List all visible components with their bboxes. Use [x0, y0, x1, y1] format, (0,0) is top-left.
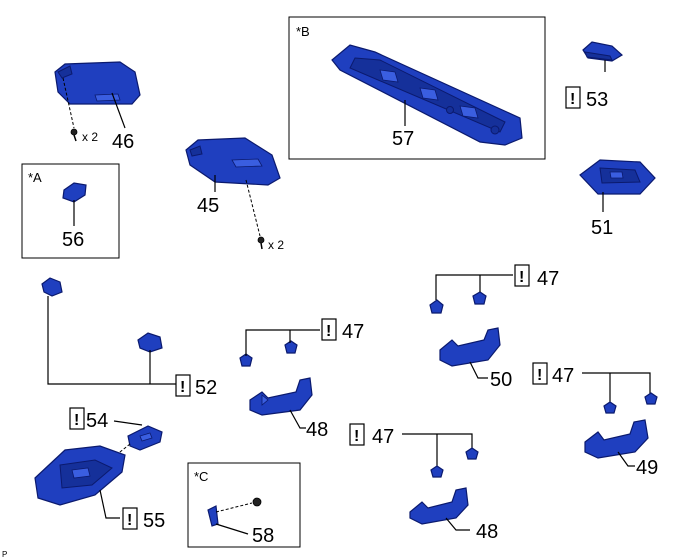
multiplier-45: x 2	[268, 238, 284, 252]
warning-icon: !	[532, 362, 548, 385]
part-52-clip-upper	[41, 277, 63, 297]
part-47-clip	[430, 465, 444, 478]
part-47-clip	[644, 392, 658, 405]
screw-icon	[257, 236, 265, 250]
part-48-assist-grip	[409, 487, 469, 525]
label-47-d: 47	[372, 426, 394, 448]
warning-icon: !	[321, 318, 337, 341]
part-48-assist-grip	[249, 377, 313, 416]
label-51: 51	[591, 217, 613, 239]
part-46-sun-visor	[54, 61, 141, 105]
label-55: 55	[143, 510, 165, 532]
label-49: 49	[636, 457, 658, 479]
label-48-b: 48	[476, 521, 498, 543]
svg-text:!: !	[326, 323, 331, 340]
part-57-rail-assembly	[331, 44, 523, 146]
multiplier-46: x 2	[82, 130, 98, 144]
label-53: 53	[586, 89, 608, 111]
part-47-clip	[429, 299, 444, 314]
svg-text:!: !	[519, 269, 524, 286]
part-47-clip	[465, 447, 479, 460]
screw-icon	[70, 128, 78, 142]
svg-text:!: !	[180, 379, 185, 396]
warning-icon: !	[122, 507, 138, 530]
part-56-cover	[62, 182, 87, 203]
part-54-bracket	[127, 425, 163, 451]
part-55-overhead-console	[34, 445, 126, 506]
box-a-tag: *A	[28, 170, 42, 185]
corner-mark: P	[2, 550, 7, 559]
svg-text:!: !	[537, 367, 542, 384]
label-57: 57	[392, 128, 414, 150]
part-45-sun-visor	[185, 137, 281, 186]
box-b	[288, 16, 546, 160]
label-54: 54	[86, 410, 108, 432]
warning-icon: !	[514, 264, 530, 287]
part-47-clip	[472, 291, 487, 305]
label-58: 58	[252, 525, 274, 547]
part-47-clip	[603, 401, 617, 414]
label-47-a: 47	[342, 321, 364, 343]
part-52-clip-lower	[137, 332, 163, 353]
box-b-tag: *B	[296, 24, 310, 39]
part-47-clip	[284, 340, 298, 354]
box-c	[187, 462, 301, 548]
part-51-console	[579, 159, 656, 195]
label-45: 45	[197, 195, 219, 217]
part-58-clip	[207, 505, 219, 527]
box-c-tag: *C	[194, 469, 208, 484]
label-47-c: 47	[552, 365, 574, 387]
label-47-b: 47	[537, 268, 559, 290]
label-50: 50	[490, 369, 512, 391]
label-46: 46	[112, 131, 134, 153]
warning-icon: !	[175, 374, 191, 397]
warning-icon: !	[565, 86, 581, 109]
warning-icon: !	[349, 423, 365, 446]
svg-text:!: !	[74, 412, 79, 429]
warning-icon: !	[69, 407, 85, 430]
box-a	[21, 163, 120, 259]
part-49-assist-grip	[584, 419, 649, 459]
svg-text:!: !	[354, 428, 359, 445]
label-56: 56	[62, 229, 84, 251]
part-50-assist-grip	[439, 327, 501, 367]
label-48-a: 48	[306, 419, 328, 441]
part-47-clip	[239, 353, 253, 367]
screw-icon	[252, 497, 262, 507]
label-52: 52	[195, 377, 217, 399]
svg-text:!: !	[127, 512, 132, 529]
svg-text:!: !	[570, 91, 575, 108]
part-53-clip	[582, 41, 624, 62]
